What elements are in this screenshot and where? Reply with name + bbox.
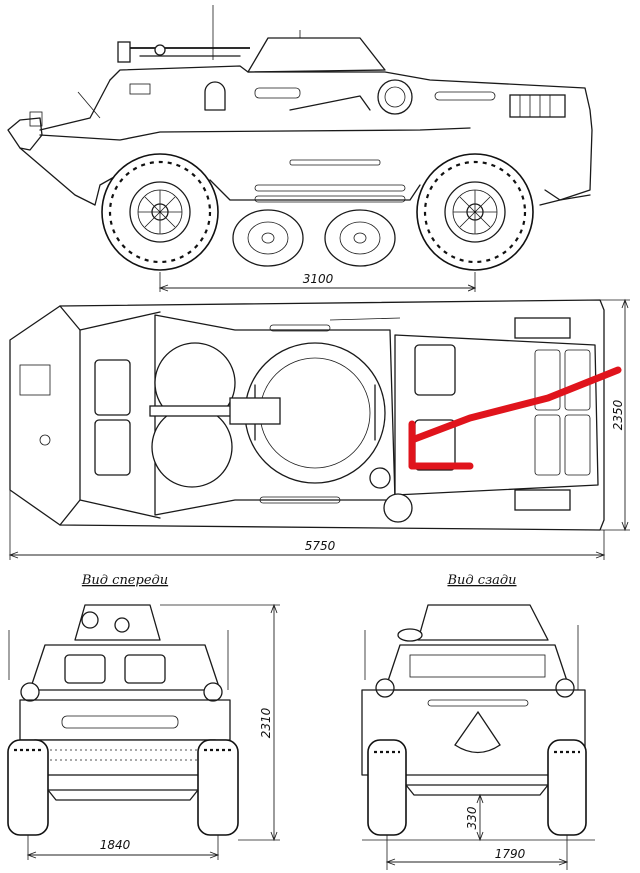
rear-track-dimension-label: 1790 bbox=[495, 847, 526, 861]
auxiliary-wheels bbox=[232, 209, 396, 267]
rear-view-title: Вид сзади bbox=[446, 573, 516, 588]
side-view: 3100 bbox=[7, 5, 593, 292]
ground-clearance-dimension-label: 330 bbox=[465, 806, 479, 829]
rear-view: Вид сзади 330 1790 bbox=[361, 573, 595, 870]
height-dimension-label: 2310 bbox=[259, 707, 273, 738]
front-wheel bbox=[101, 153, 219, 271]
rear-wheel bbox=[416, 153, 534, 271]
width-dimension-label: 2350 bbox=[611, 399, 625, 430]
length-dimension-label: 5750 bbox=[305, 539, 336, 553]
front-view-title: Вид спереди bbox=[81, 573, 168, 588]
front-track-dimension-label: 1840 bbox=[100, 838, 131, 852]
top-view: 2350 5750 bbox=[8, 298, 630, 560]
wheelbase-dimension-label: 3100 bbox=[303, 272, 334, 286]
front-view: Вид спереди 2310 bbox=[7, 573, 280, 860]
